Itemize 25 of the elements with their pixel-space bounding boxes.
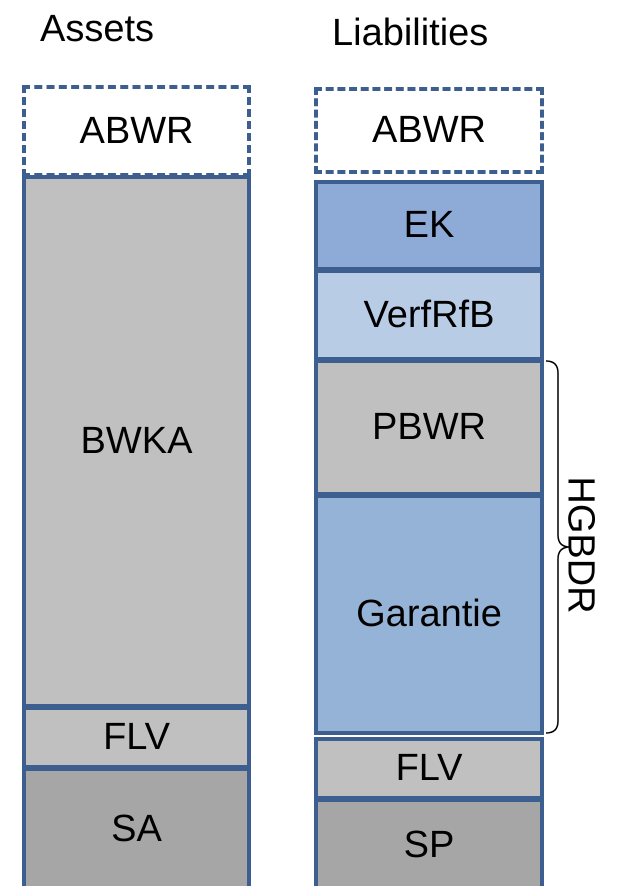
block-label: ABWR	[80, 110, 194, 152]
block-label: VerfRfB	[364, 294, 494, 336]
block-label: EK	[404, 204, 454, 247]
block-label: BWKA	[80, 420, 192, 463]
balance-block	[314, 180, 544, 271]
balance-block	[22, 706, 251, 769]
dashed-block	[314, 87, 544, 174]
block-label: SA	[111, 808, 162, 851]
bracket-label: HGBDR	[558, 476, 602, 614]
block-label: PBWR	[372, 406, 486, 449]
dashed-block	[22, 85, 251, 177]
balance-block	[314, 269, 544, 361]
block-label: ABWR	[372, 109, 486, 152]
block-label: FLV	[396, 747, 462, 790]
balance-block	[314, 359, 544, 496]
balance-block	[314, 494, 544, 735]
balance-block	[22, 175, 251, 708]
block-label: SP	[404, 824, 454, 867]
balance-block	[314, 737, 544, 800]
block-label: FLV	[103, 716, 170, 759]
column-heading: Assets	[40, 8, 154, 51]
block-label: Garantie	[356, 593, 502, 636]
balance-block	[314, 798, 544, 886]
balance-block	[22, 767, 251, 886]
column-heading: Liabilities	[332, 12, 488, 55]
